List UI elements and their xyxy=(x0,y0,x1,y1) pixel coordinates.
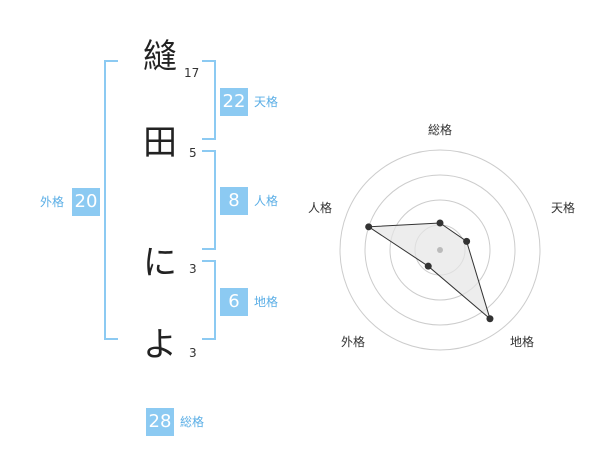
name-char-1: 縫 xyxy=(143,37,177,77)
jinkaku-value: 8 xyxy=(220,187,248,215)
radar-label-tenkaku: 天格 xyxy=(551,201,576,215)
stroke-count-1: 17 xyxy=(184,66,200,80)
radar-label-gaikaku: 外格 xyxy=(341,335,366,349)
soukaku-value: 28 xyxy=(146,408,174,436)
radar-label-soukaku: 総格 xyxy=(428,123,453,137)
chikaku-value: 6 xyxy=(220,288,248,316)
radar-point-jinkaku xyxy=(365,223,373,231)
radar-polygon xyxy=(367,222,491,321)
radar-point-soukaku xyxy=(436,219,444,227)
chikaku-label: 地格 xyxy=(254,295,279,309)
radar-center-dot xyxy=(437,247,443,253)
name-char-4: よ xyxy=(143,325,177,365)
gaikaku-bracket xyxy=(104,60,118,340)
tenkaku-bracket xyxy=(202,60,216,140)
jinkaku-label: 人格 xyxy=(254,194,279,208)
name-char-2: 田 xyxy=(143,123,177,163)
chikaku-bracket xyxy=(202,260,216,340)
gaikaku-label: 外格 xyxy=(40,195,65,209)
stroke-count-3: 3 xyxy=(189,262,197,276)
jinkaku-bracket xyxy=(202,150,216,250)
name-char-3: に xyxy=(143,243,177,283)
stroke-count-4: 3 xyxy=(189,346,197,360)
radar-points xyxy=(365,219,494,323)
tenkaku-value: 22 xyxy=(220,88,248,116)
tenkaku-label: 天格 xyxy=(254,95,279,109)
radar-label-jinkaku: 人格 xyxy=(308,201,333,215)
radar-ring xyxy=(339,149,541,351)
radar-point-chikaku xyxy=(486,315,494,323)
radar-ring xyxy=(389,199,491,301)
radar-ring xyxy=(364,174,516,326)
radar-label-chikaku: 地格 xyxy=(510,335,535,349)
gaikaku-value: 20 xyxy=(72,188,100,216)
radar-point-gaikaku xyxy=(424,262,432,270)
radar-point-tenkaku xyxy=(463,237,471,245)
soukaku-label: 総格 xyxy=(180,415,205,429)
radar-chart xyxy=(339,149,541,351)
stroke-count-2: 5 xyxy=(189,146,197,160)
